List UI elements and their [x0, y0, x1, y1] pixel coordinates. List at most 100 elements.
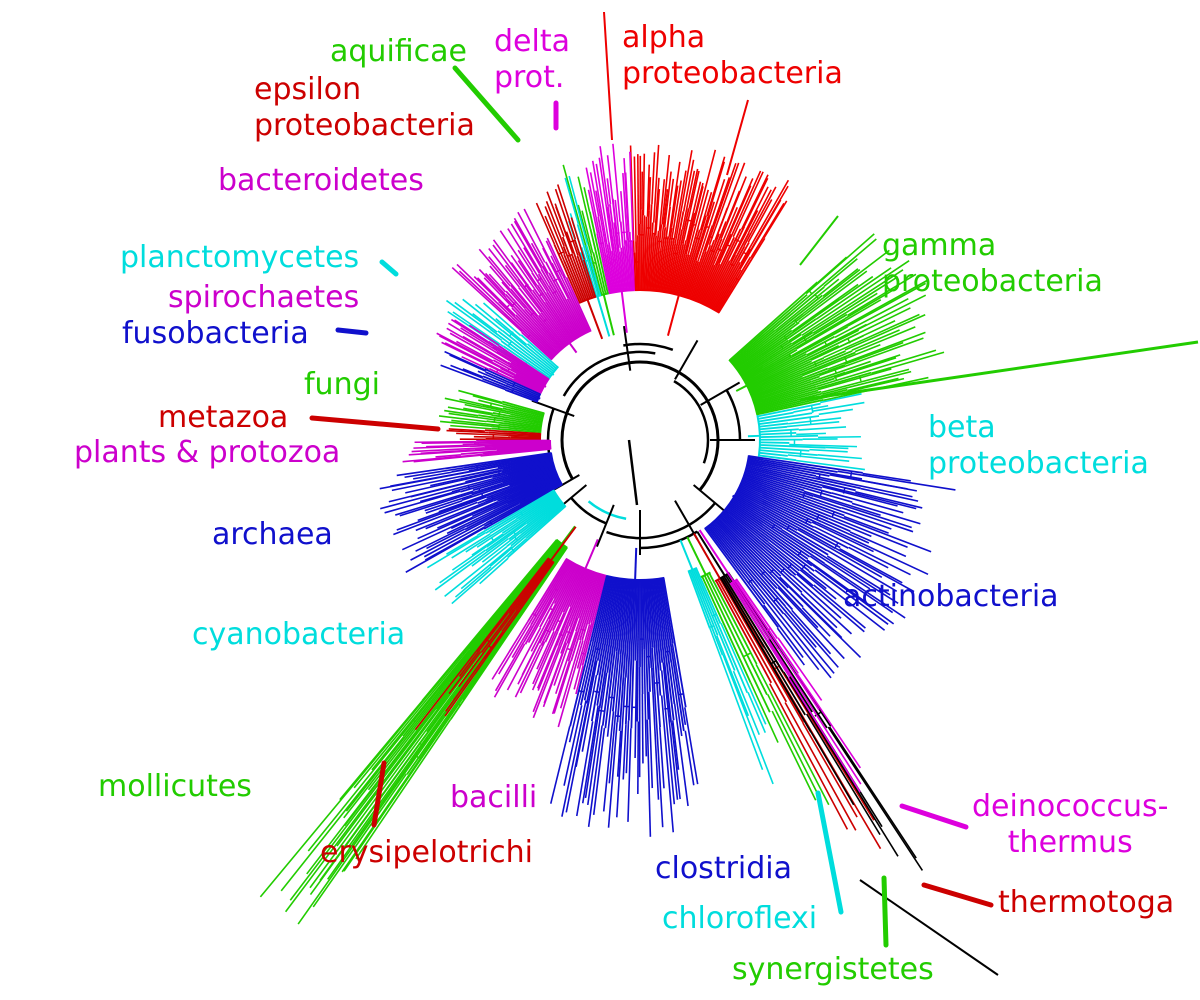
branch-clostridia: [654, 579, 673, 723]
branch-archaea: [493, 473, 558, 502]
leaf-actinobacteria: [781, 528, 899, 604]
branch-bacilli: [570, 573, 600, 662]
branch-clostridia: [618, 579, 632, 731]
leaf-actinobacteria: [763, 604, 804, 658]
branch-erysipelotrichi: [501, 561, 554, 632]
leader-deinococcus: [899, 803, 969, 830]
leaf-actinobacteria: [813, 551, 871, 590]
branch-beta: [759, 444, 826, 449]
scaffold-arc: [560, 360, 720, 492]
clade-stem-thermotoga: [693, 533, 721, 580]
leaf-actinobacteria: [812, 495, 912, 529]
label-bacteroidetes: bacteroidetes: [218, 163, 424, 198]
clade-arc-synergistetes: [700, 571, 711, 578]
branch-spirochaetes: [515, 373, 544, 390]
branch-alpha: [637, 235, 640, 291]
leaf-bacilli: [536, 630, 555, 670]
branch-clostridia: [651, 579, 662, 671]
leaf-spirochaetes: [462, 335, 509, 364]
leaf-bacilli: [536, 606, 572, 689]
leaf-chloroflexi: [722, 654, 774, 785]
branch-alpha: [687, 225, 714, 299]
branch-actinobacteria: [717, 516, 790, 589]
branch-alpha: [696, 255, 718, 302]
branch-actinobacteria: [746, 464, 856, 492]
branch-plants: [480, 448, 551, 457]
branch-clostridia: [606, 578, 622, 673]
branch-actinobacteria: [727, 505, 815, 572]
branch-bacteroidetes: [533, 287, 573, 343]
leader-thermotoga: [921, 882, 994, 908]
leaf-bacteroidetes: [478, 248, 511, 287]
leaf-beta: [788, 417, 842, 425]
leaf-alpha: [750, 202, 785, 258]
branch-actinobacteria: [744, 472, 814, 497]
leaf-cyanobacteria: [465, 518, 518, 553]
branch-spirochaetes: [492, 345, 548, 382]
leaf-alpha: [651, 152, 656, 205]
leaf-mollicutes: [355, 718, 452, 860]
leaf-chloroflexi: [747, 692, 767, 733]
branch-actinobacteria: [741, 481, 829, 520]
clade-stem-planctomycetes: [551, 373, 555, 376]
leaf-actinobacteria: [799, 569, 837, 600]
branch-clostridia: [648, 579, 661, 728]
leaf-bacilli: [553, 660, 572, 714]
branch-clostridia: [644, 579, 651, 692]
branch-alpha: [705, 226, 746, 306]
leaf-archaea: [438, 485, 510, 513]
leaf-alpha: [712, 177, 731, 226]
leaf-gamma: [844, 341, 904, 366]
branch-alpha: [675, 254, 688, 295]
leaf-actinobacteria: [831, 516, 908, 549]
leaf-alpha: [740, 174, 769, 230]
leaf-deinococcus: [796, 673, 862, 769]
branch-bacteroidetes: [521, 331, 552, 360]
leaf-bacilli: [537, 646, 557, 691]
branch-fusobacteria: [482, 375, 539, 400]
leaf-fusobacteria: [444, 350, 485, 371]
leaf-alpha: [747, 199, 773, 243]
branch-delta: [625, 240, 631, 291]
leaf-bacilli: [575, 665, 584, 695]
leaf-epsilon: [535, 202, 556, 245]
leaf-gamma: [801, 343, 881, 377]
branch-alpha: [691, 239, 716, 300]
branch-alpha: [672, 240, 688, 295]
leaf-bacteroidetes: [456, 263, 514, 319]
branch-gamma: [752, 363, 846, 400]
branch-bacteroidetes: [503, 312, 553, 359]
branch-gamma: [742, 313, 848, 379]
branch-actinobacteria: [736, 491, 841, 549]
leaf-alpha: [646, 164, 651, 217]
branch-alpha: [659, 236, 670, 292]
leaf-gamma: [794, 249, 890, 323]
branch-actinobacteria: [742, 478, 802, 504]
branch-alpha: [677, 254, 690, 296]
branch-cyanobacteria: [525, 498, 561, 525]
leaf-actinobacteria: [822, 485, 898, 507]
leaf-archaea: [426, 528, 466, 550]
leaf-bacteroidetes: [488, 273, 507, 293]
leaf-archaea: [436, 501, 499, 529]
branch-bacteroidetes: [566, 298, 586, 334]
leaf-alpha: [685, 186, 704, 255]
branch-epsilon: [561, 236, 588, 301]
leaf-actinobacteria: [801, 496, 892, 530]
branch-bacilli: [567, 572, 598, 662]
branch-alpha: [711, 242, 750, 310]
branch-cyanobacteria: [485, 497, 560, 552]
branch-actinobacteria: [719, 514, 803, 594]
label-planctomycetes: planctomycetes: [120, 240, 360, 275]
branch-cyanobacteria: [525, 504, 565, 540]
leaf-gamma: [802, 268, 861, 315]
branch-gamma: [741, 331, 814, 378]
leaf-fungi: [444, 409, 479, 417]
leaf-bacilli: [498, 616, 534, 675]
leaf-plants: [411, 447, 485, 453]
clade-stem-black1: [696, 531, 726, 577]
branch-clostridia: [653, 579, 664, 663]
branch-bacteroidetes: [524, 308, 562, 351]
leaf-clostridia: [563, 705, 583, 786]
leaf-actinobacteria: [791, 574, 842, 619]
